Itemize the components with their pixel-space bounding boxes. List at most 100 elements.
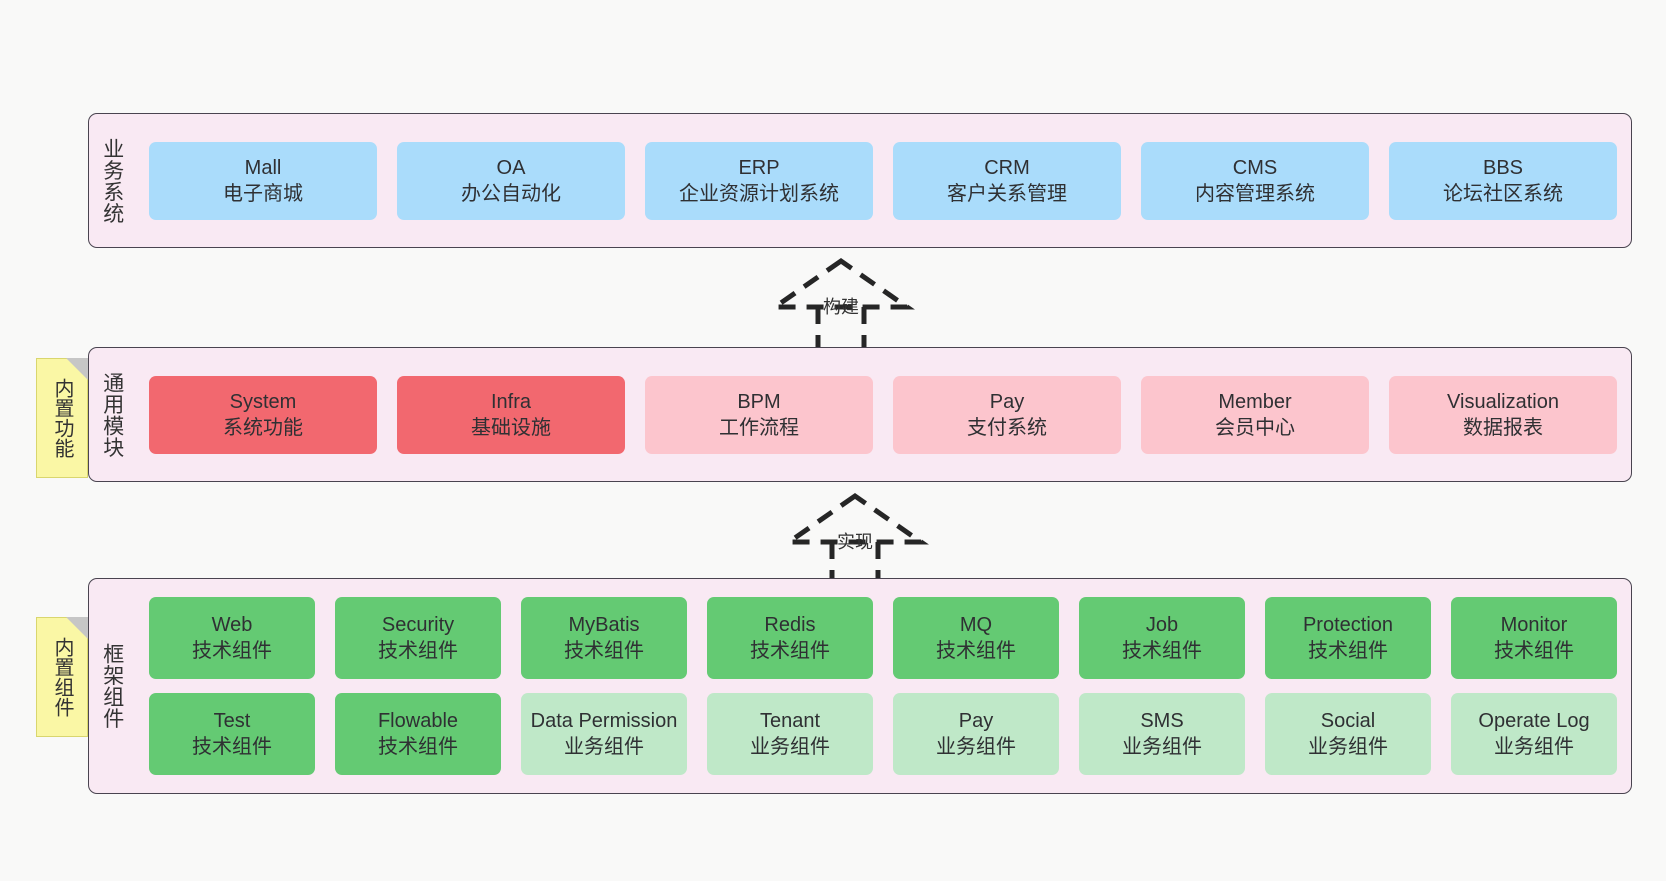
note-builtin-component[interactable]: 内置组件 (36, 617, 88, 737)
card-title-cn: 办公自动化 (461, 182, 561, 205)
card-title-en: MyBatis (568, 614, 640, 636)
card-title-en: Infra (490, 390, 532, 413)
arrow-realize: 实现 (775, 490, 935, 586)
card-title-cn: 工作流程 (719, 416, 799, 439)
card-test[interactable]: Test 技术组件 (149, 693, 315, 775)
card-title-cn: 技术组件 (378, 640, 458, 662)
card-system[interactable]: System 系统功能 (149, 375, 377, 454)
card-row: Mall 电子商城 OA 办公自动化 ERP 企业资源计划系统 CRM 客户关系… (149, 141, 1617, 220)
card-title-cn: 客户关系管理 (947, 182, 1067, 205)
card-title-en: Protection (1302, 614, 1394, 636)
card-title-en: Mall (244, 156, 282, 179)
card-title-en: Monitor (1500, 614, 1568, 636)
layer-framework-component[interactable]: 框架组件 Web 技术组件 Security 技术组件 MyBatis 技术组件… (88, 578, 1632, 794)
card-bpm[interactable]: BPM 工作流程 (645, 375, 873, 454)
card-title-en: Redis (764, 614, 816, 636)
card-title-cn: 业务组件 (1122, 736, 1202, 758)
card-title-cn: 技术组件 (1308, 640, 1388, 662)
card-data-permission[interactable]: Data Permission 业务组件 (521, 693, 687, 775)
card-title-en: Member (1218, 390, 1292, 413)
card-redis[interactable]: Redis 技术组件 (707, 597, 873, 679)
card-erp[interactable]: ERP 企业资源计划系统 (645, 141, 873, 220)
card-security[interactable]: Security 技术组件 (335, 597, 501, 679)
card-oa[interactable]: OA 办公自动化 (397, 141, 625, 220)
card-title-en: Web (211, 614, 253, 636)
card-operate-log[interactable]: Operate Log 业务组件 (1451, 693, 1617, 775)
card-protection[interactable]: Protection 技术组件 (1265, 597, 1431, 679)
layer-body-business-system: Mall 电子商城 OA 办公自动化 ERP 企业资源计划系统 CRM 客户关系… (135, 114, 1631, 247)
card-mybatis[interactable]: MyBatis 技术组件 (521, 597, 687, 679)
layer-title-common-module: 通用模块 (100, 371, 124, 458)
card-title-cn: 技术组件 (564, 640, 644, 662)
card-mq[interactable]: MQ 技术组件 (893, 597, 1059, 679)
card-title-en: System (229, 390, 297, 413)
arrow-label-realize: 实现 (837, 532, 873, 552)
card-tenant[interactable]: Tenant 业务组件 (707, 693, 873, 775)
card-title-cn: 企业资源计划系统 (679, 182, 839, 205)
card-title-cn: 技术组件 (1494, 640, 1574, 662)
card-title-cn: 会员中心 (1215, 416, 1295, 439)
card-title-en: ERP (738, 156, 780, 179)
card-title-cn: 业务组件 (564, 736, 644, 758)
card-title-cn: 支付系统 (967, 416, 1047, 439)
card-title-en: Security (381, 614, 455, 636)
card-pay-component[interactable]: Pay 业务组件 (893, 693, 1059, 775)
card-title-cn: 技术组件 (936, 640, 1016, 662)
layer-common-module[interactable]: 通用模块 System 系统功能 Infra 基础设施 BPM 工作流程 Pay… (88, 347, 1632, 482)
layer-body-framework-component: Web 技术组件 Security 技术组件 MyBatis 技术组件 Redi… (135, 579, 1631, 793)
card-title-en: BBS (1482, 156, 1524, 179)
card-flowable[interactable]: Flowable 技术组件 (335, 693, 501, 775)
card-title-cn: 技术组件 (192, 640, 272, 662)
card-member[interactable]: Member 会员中心 (1141, 375, 1369, 454)
card-row: Web 技术组件 Security 技术组件 MyBatis 技术组件 Redi… (149, 597, 1617, 679)
card-title-cn: 论坛社区系统 (1443, 182, 1563, 205)
card-pay-module[interactable]: Pay 支付系统 (893, 375, 1121, 454)
card-visualization[interactable]: Visualization 数据报表 (1389, 375, 1617, 454)
card-title-en: Flowable (377, 710, 459, 732)
card-title-en: Visualization (1447, 390, 1559, 413)
card-social[interactable]: Social 业务组件 (1265, 693, 1431, 775)
card-sms[interactable]: SMS 业务组件 (1079, 693, 1245, 775)
card-title-cn: 技术组件 (378, 736, 458, 758)
card-title-cn: 技术组件 (192, 736, 272, 758)
card-title-en: MQ (959, 614, 993, 636)
card-infra[interactable]: Infra 基础设施 (397, 375, 625, 454)
card-title-en: CMS (1232, 156, 1278, 179)
layer-title-business-system: 业务系统 (100, 137, 124, 224)
card-title-en: Pay (958, 710, 994, 732)
card-title-cn: 业务组件 (1494, 736, 1574, 758)
card-title-en: BPM (737, 390, 781, 413)
card-title-cn: 系统功能 (223, 416, 303, 439)
card-title-cn: 业务组件 (1308, 736, 1388, 758)
card-title-en: Data Permission (530, 710, 678, 732)
card-title-en: OA (496, 156, 526, 179)
card-title-en: CRM (984, 156, 1030, 179)
layer-business-system[interactable]: 业务系统 Mall 电子商城 OA 办公自动化 ERP 企业资源计划系统 CRM… (88, 113, 1632, 248)
card-title-cn: 技术组件 (1122, 640, 1202, 662)
card-title-cn: 技术组件 (750, 640, 830, 662)
card-title-en: Job (1145, 614, 1179, 636)
card-title-en: Operate Log (1478, 710, 1590, 732)
card-title-en: Test (213, 710, 251, 732)
card-monitor[interactable]: Monitor 技术组件 (1451, 597, 1617, 679)
card-bbs[interactable]: BBS 论坛社区系统 (1389, 141, 1617, 220)
layer-title-framework-component: 框架组件 (100, 643, 124, 729)
card-row: System 系统功能 Infra 基础设施 BPM 工作流程 Pay 支付系统… (149, 375, 1617, 454)
layer-body-common-module: System 系统功能 Infra 基础设施 BPM 工作流程 Pay 支付系统… (135, 348, 1631, 481)
card-title-cn: 业务组件 (750, 736, 830, 758)
card-row: Test 技术组件 Flowable 技术组件 Data Permission … (149, 693, 1617, 775)
card-title-cn: 数据报表 (1463, 416, 1543, 439)
card-mall[interactable]: Mall 电子商城 (149, 141, 377, 220)
card-title-cn: 电子商城 (223, 182, 303, 205)
card-cms[interactable]: CMS 内容管理系统 (1141, 141, 1369, 220)
arrow-build: 构建 (761, 255, 921, 351)
note-builtin-feature[interactable]: 内置功能 (36, 358, 88, 478)
card-job[interactable]: Job 技术组件 (1079, 597, 1245, 679)
card-title-en: Tenant (759, 710, 821, 732)
card-web[interactable]: Web 技术组件 (149, 597, 315, 679)
card-title-en: Social (1320, 710, 1376, 732)
card-title-cn: 基础设施 (471, 416, 551, 439)
card-crm[interactable]: CRM 客户关系管理 (893, 141, 1121, 220)
card-title-cn: 内容管理系统 (1195, 182, 1315, 205)
card-title-en: Pay (989, 390, 1025, 413)
